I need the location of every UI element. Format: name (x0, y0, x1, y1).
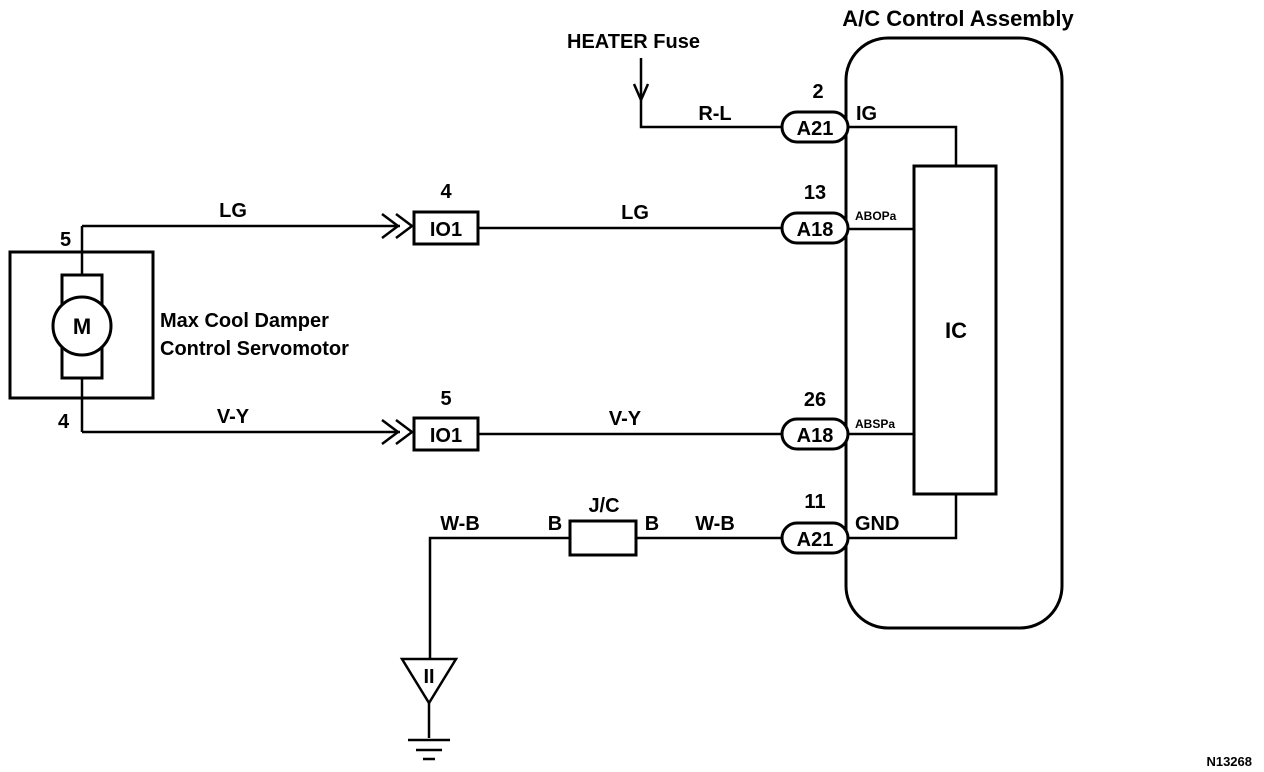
motor-symbol-circle (51, 295, 113, 357)
motor-symbol: M (73, 314, 91, 339)
connector-io1-bottom-pin: 5 (440, 388, 451, 410)
connector-io1-top-pin: 4 (440, 181, 452, 203)
ac-assembly-title: A/C Control Assembly (842, 6, 1074, 31)
wire-label-wb-right: W-B (695, 513, 735, 535)
terminal-ig: IG (856, 103, 877, 125)
motor-pin-5: 5 (60, 229, 71, 251)
junction-connector (568, 519, 638, 557)
ground-point-label: II (423, 666, 434, 688)
terminal-gnd: GND (855, 513, 899, 535)
motor-name-line2: Control Servomotor (160, 338, 349, 360)
jc-pin-right: B (645, 513, 659, 535)
jc-label: J/C (588, 495, 619, 517)
ground-symbol (408, 738, 450, 761)
connector-a21-bottom-pin: 11 (804, 491, 825, 513)
wire-label-vy-right: V-Y (609, 408, 642, 430)
wire-label-lg-right: LG (621, 202, 649, 224)
wire-ig-internal (848, 125, 958, 166)
wire-label-lg-left: LG (219, 200, 247, 222)
ic-block (912, 164, 998, 496)
connector-a18-top-pin: 13 (804, 182, 826, 204)
connector-a18-bottom-id: A18 (797, 425, 834, 447)
ground-point-triangle (399, 657, 459, 706)
terminal-absp: ABSPa (855, 417, 895, 431)
wire-gnd-internal (848, 494, 958, 540)
motor-pin-4: 4 (58, 411, 70, 433)
heater-fuse-label: HEATER Fuse (567, 31, 700, 53)
connector-io1-top (412, 210, 480, 246)
motor-name-line1: Max Cool Damper (160, 310, 329, 332)
connector-a18-bottom-pin: 26 (804, 389, 826, 411)
jc-pin-left: B (548, 513, 562, 535)
connector-io1-top-arrow (381, 213, 415, 239)
wire-wb-left (428, 536, 570, 660)
connector-io1-bottom-id: IO1 (430, 425, 462, 447)
ic-label: IC (945, 318, 967, 343)
connector-io1-bottom-arrow (381, 419, 415, 445)
connector-a21-top-pin: 2 (812, 81, 823, 103)
connector-a18-top-id: A18 (797, 219, 834, 241)
figure-code: N13268 (1206, 754, 1252, 769)
wire-label-rl: R-L (698, 103, 731, 125)
connector-io1-top-id: IO1 (430, 219, 462, 241)
wire-label-wb-left: W-B (440, 513, 480, 535)
wire-label-vy-left: V-Y (217, 406, 250, 428)
connector-a21-bottom-id: A21 (797, 529, 834, 551)
terminal-abop: ABOPa (855, 209, 897, 223)
wire-rl (639, 100, 782, 129)
connector-a21-top-id: A21 (797, 118, 834, 140)
